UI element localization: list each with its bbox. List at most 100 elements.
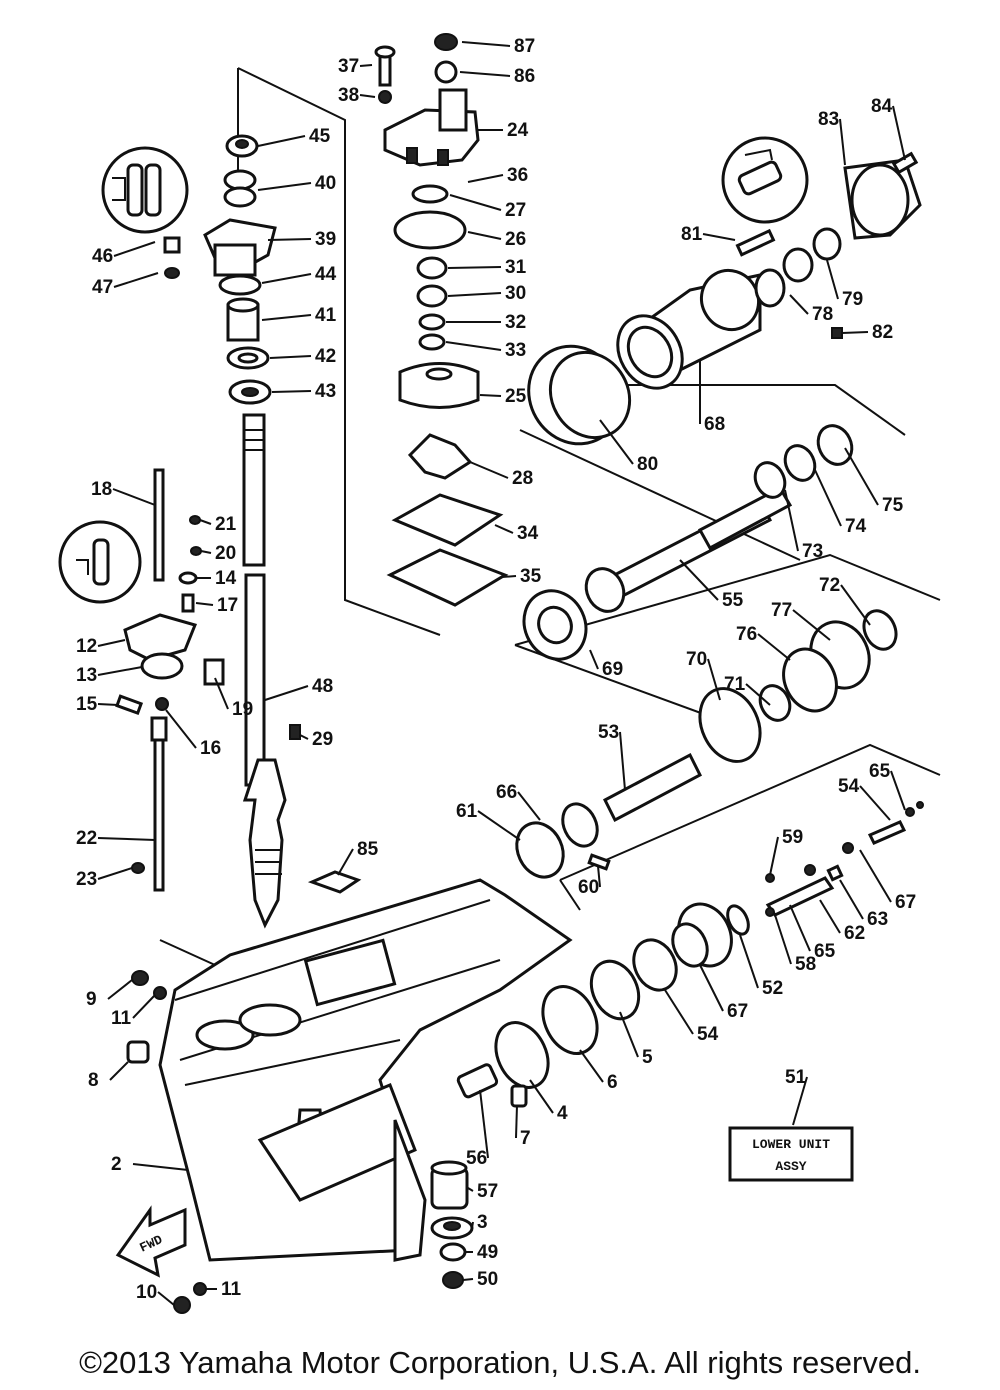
callout-number: 28	[512, 468, 533, 489]
prop-shaft-housing	[527, 151, 922, 446]
upper-seal-stack	[163, 134, 277, 405]
callout-number: 45	[309, 126, 331, 147]
lower-unit-housing	[158, 878, 573, 1262]
leader-line	[165, 709, 197, 749]
callout-number: 4	[557, 1103, 568, 1124]
leader-line	[515, 1104, 518, 1139]
callout-number: 52	[762, 978, 783, 999]
callout-number: 75	[882, 495, 904, 516]
water-pump-stack	[374, 33, 509, 607]
leader-line	[449, 194, 502, 211]
leader-line	[359, 64, 373, 67]
assy-box-line2: ASSY	[775, 1159, 806, 1174]
callout-number: 74	[845, 516, 867, 537]
shift-linkage	[115, 468, 301, 892]
callout-number: 6	[607, 1072, 618, 1093]
callout-number: 20	[215, 543, 236, 564]
leader-line	[467, 1187, 474, 1192]
callout-number: 11	[221, 1279, 242, 1300]
leader-line	[132, 994, 156, 1019]
callout-number: 60	[578, 877, 599, 898]
callout-number: 33	[505, 340, 526, 361]
leader-line	[113, 272, 159, 288]
callout-number: 72	[819, 575, 840, 596]
leader-line	[769, 836, 779, 876]
leader-line	[792, 1076, 808, 1126]
leader-line	[97, 837, 156, 841]
callout-number: 34	[517, 523, 539, 544]
leader-line	[467, 174, 504, 183]
callout-number: 82	[872, 322, 893, 343]
callout-number: 65	[814, 941, 836, 962]
callout-number: 68	[704, 414, 725, 435]
callout-number: 71	[724, 674, 746, 695]
leader-line	[494, 524, 514, 534]
leader-line	[97, 867, 133, 880]
leader-line	[299, 734, 309, 740]
leader-line	[200, 550, 212, 554]
leader-line	[195, 602, 214, 606]
callout-number: 53	[598, 722, 619, 743]
callout-number: 36	[507, 165, 528, 186]
callout-number: 44	[315, 264, 337, 285]
callout-number: 29	[312, 729, 333, 750]
leader-line	[819, 899, 841, 934]
callout-number: 40	[315, 173, 336, 194]
leader-line	[789, 294, 809, 315]
leader-line	[739, 934, 759, 989]
leader-line	[107, 979, 133, 1000]
leader-line	[479, 394, 502, 397]
callout-number: 3	[477, 1212, 488, 1233]
leader-line	[589, 649, 599, 670]
housing-small-parts	[126, 970, 207, 1314]
leader-line	[844, 447, 879, 506]
leader-line	[841, 331, 869, 334]
callout-number: 47	[92, 277, 113, 298]
lower-unit-assy-box: LOWER UNIT ASSY	[728, 1126, 854, 1182]
leader-line	[757, 633, 791, 661]
leader-line	[271, 390, 312, 393]
leader-line	[707, 658, 721, 701]
leader-line	[445, 341, 502, 351]
leader-line	[97, 639, 126, 647]
detail-circles	[58, 136, 809, 604]
callout-number: 57	[477, 1181, 498, 1202]
leader-line	[597, 865, 601, 888]
leader-line	[257, 135, 306, 147]
assy-box-line1: LOWER UNIT	[752, 1137, 830, 1152]
callout-number: 41	[315, 305, 337, 326]
callout-number: 59	[782, 827, 803, 848]
leader-line	[113, 241, 156, 257]
leader-line	[447, 266, 502, 269]
leader-line	[471, 1221, 474, 1229]
leader-line	[890, 770, 906, 811]
leader-line	[599, 419, 634, 465]
leader-line	[814, 469, 842, 527]
leader-line	[517, 791, 541, 821]
leader-line	[619, 1011, 639, 1058]
callout-number: 2	[111, 1154, 122, 1175]
leader-line	[97, 703, 119, 706]
callout-number: 11	[111, 1008, 132, 1029]
leader-line	[501, 575, 517, 578]
leader-line	[826, 259, 839, 300]
leader-line	[477, 810, 521, 841]
callout-number: 62	[844, 923, 865, 944]
callout-number: 13	[76, 665, 97, 686]
leader-line	[257, 182, 312, 191]
callout-number: 81	[681, 224, 703, 245]
leader-line	[261, 273, 312, 284]
callout-number: 67	[727, 1001, 748, 1022]
callout-number: 38	[338, 85, 359, 106]
leader-line	[699, 964, 724, 1012]
callout-number: 43	[315, 381, 336, 402]
callout-number: 67	[895, 892, 916, 913]
callout-number: 66	[496, 782, 517, 803]
callout-number: 14	[215, 568, 237, 589]
leader-line	[859, 849, 892, 903]
callout-number: 31	[505, 257, 527, 278]
callout-number: 24	[507, 120, 529, 141]
callout-number: 5	[642, 1047, 653, 1068]
bottom-bushing-stack	[430, 1160, 474, 1289]
